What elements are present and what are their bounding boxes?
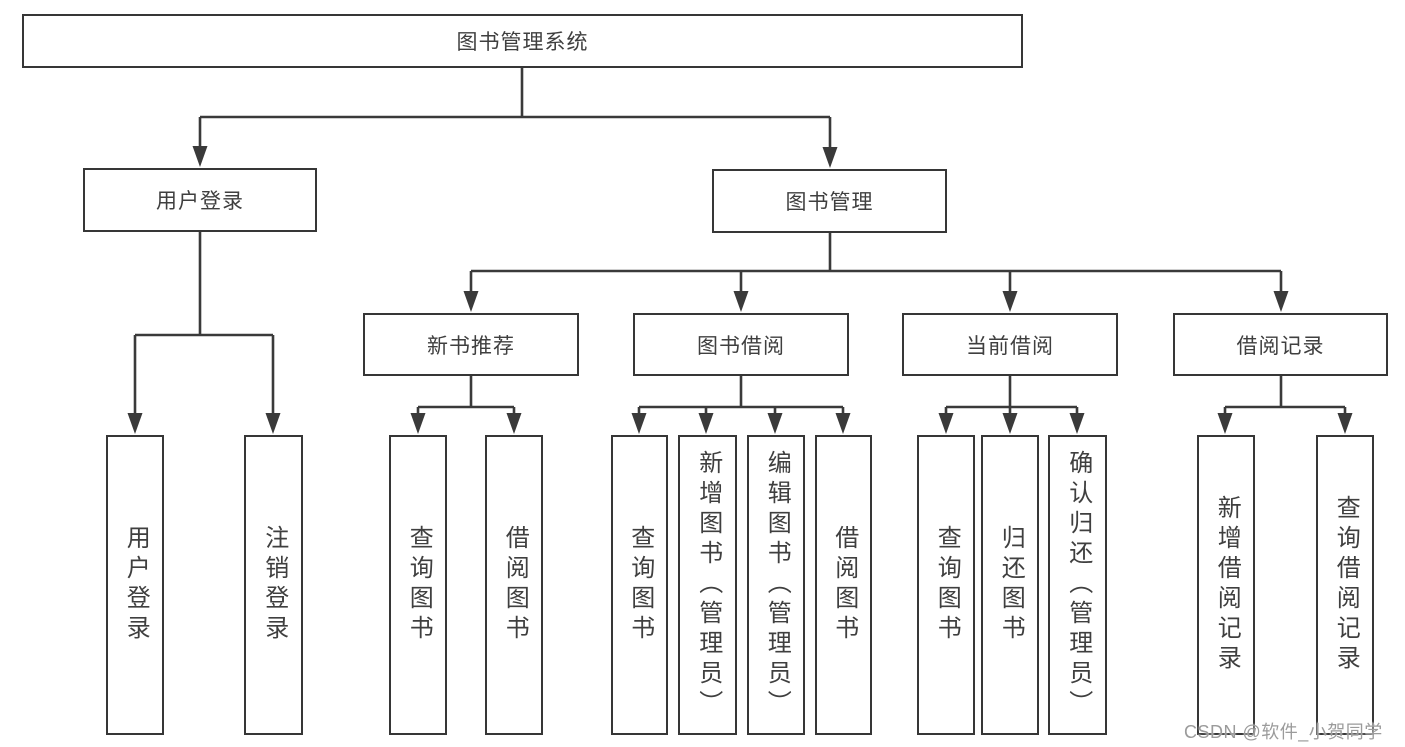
leaf-query-borrow-record-label: 查询借阅记录	[1332, 495, 1360, 675]
leaf-confirm-return-admin: 确认归还（管理员）	[1048, 435, 1107, 735]
node-user-login: 用户登录	[83, 168, 317, 232]
leaf-edit-book-admin-label: 编辑图书（管理员）	[763, 450, 791, 720]
node-current-borrow: 当前借阅	[902, 313, 1118, 376]
leaf-logout-label: 注销登录	[260, 525, 288, 645]
node-borrow-records: 借阅记录	[1173, 313, 1388, 376]
leaf-logout: 注销登录	[244, 435, 303, 735]
leaf-add-book-admin: 新增图书（管理员）	[678, 435, 737, 735]
csdn-watermark: CSDN @软件_小贺同学	[1184, 722, 1383, 742]
leaf-query-books-2-label: 查询图书	[626, 525, 654, 645]
leaf-add-borrow-record: 新增借阅记录	[1197, 435, 1255, 735]
leaf-query-books-1-label: 查询图书	[405, 525, 433, 645]
leaf-return-book: 归还图书	[981, 435, 1039, 735]
leaf-query-books-1: 查询图书	[389, 435, 447, 735]
leaf-confirm-return-admin-label: 确认归还（管理员）	[1064, 450, 1092, 720]
leaf-user-login-label: 用户登录	[122, 525, 150, 645]
leaf-add-borrow-record-label: 新增借阅记录	[1213, 495, 1241, 675]
node-root-system: 图书管理系统	[22, 14, 1023, 68]
leaf-borrow-books-1: 借阅图书	[485, 435, 543, 735]
leaf-query-books-3: 查询图书	[917, 435, 975, 735]
leaf-return-book-label: 归还图书	[997, 525, 1025, 645]
node-book-management: 图书管理	[712, 169, 947, 233]
leaf-user-login: 用户登录	[106, 435, 164, 735]
leaf-query-books-2: 查询图书	[611, 435, 668, 735]
leaf-borrow-books-2: 借阅图书	[815, 435, 872, 735]
node-new-book-recommend: 新书推荐	[363, 313, 579, 376]
leaf-borrow-books-2-label: 借阅图书	[830, 525, 858, 645]
leaf-edit-book-admin: 编辑图书（管理员）	[747, 435, 805, 735]
leaf-query-borrow-record: 查询借阅记录	[1316, 435, 1374, 735]
leaf-query-books-3-label: 查询图书	[933, 525, 961, 645]
node-book-borrow: 图书借阅	[633, 313, 849, 376]
leaf-add-book-admin-label: 新增图书（管理员）	[694, 450, 722, 720]
leaf-borrow-books-1-label: 借阅图书	[501, 525, 529, 645]
